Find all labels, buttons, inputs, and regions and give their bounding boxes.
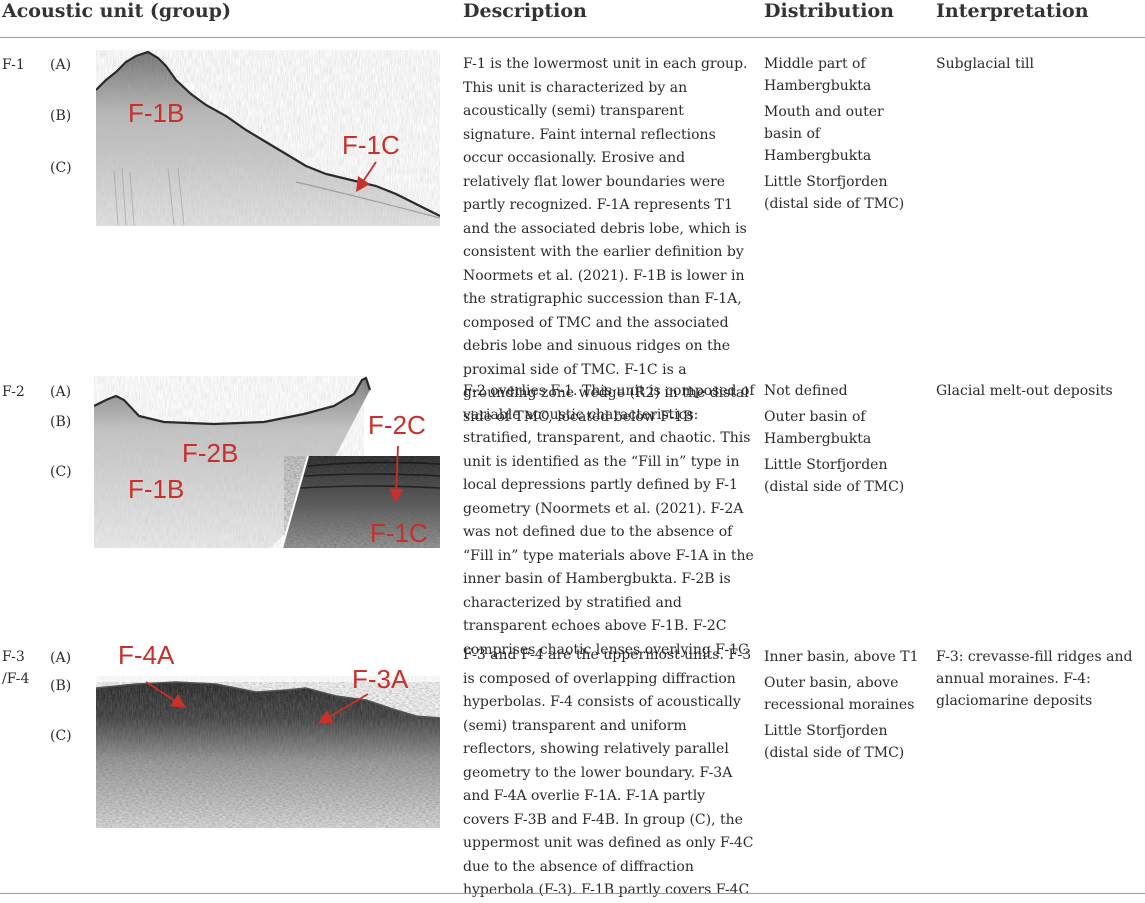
label-f1b: F-1B: [128, 98, 184, 128]
footer-rule: [0, 893, 1145, 894]
group-label-a: (A): [50, 384, 72, 400]
group-label-c: (C): [50, 728, 72, 744]
distribution-f3-f4: Inner basin, above T1 Outer basin, above…: [764, 646, 924, 768]
description-f3-f4: F-3 and F-4 are the uppermost units. F-3…: [463, 647, 754, 898]
distribution-f1-a: Middle part of Hambergbukta: [764, 56, 872, 94]
label-f2b: F-2B: [182, 438, 238, 468]
distribution-f2-a: Not defined: [764, 383, 848, 399]
group-label-b: (B): [50, 108, 72, 124]
label-f2c: F-2C: [368, 410, 426, 440]
distribution-f3-c: Little Storfjorden (distal side of TMC): [764, 723, 905, 761]
group-label-c: (C): [50, 464, 72, 480]
seismic-profile-f3-f4: F-4A F-3A: [96, 636, 440, 828]
arrow-f1c: [356, 161, 377, 192]
header-distribution: Distribution: [764, 0, 894, 22]
header-interpretation: Interpretation: [936, 0, 1089, 22]
distribution-f2-c: Little Storfjorden (distal side of TMC): [764, 457, 905, 495]
arrow-f4a: [145, 681, 187, 708]
label-f1b: F-1B: [128, 474, 184, 504]
distribution-f2: Not defined Outer basin of Hambergbukta …: [764, 380, 924, 502]
unit-label-f2: F-2: [2, 384, 25, 400]
distribution-f2-b: Outer basin of Hambergbukta: [764, 409, 872, 447]
label-f1c: F-1C: [370, 518, 428, 548]
group-label-c: (C): [50, 160, 72, 176]
unit-label-f3-f4: F-3 /F-4: [2, 649, 30, 687]
arrow-f3a: [317, 693, 369, 724]
unit-label-f1: F-1: [2, 57, 25, 73]
header-acoustic-unit: Acoustic unit (group): [2, 0, 231, 22]
distribution-f3-b: Outer basin, above recessional moraines: [764, 675, 915, 713]
label-f4a: F-4A: [118, 640, 175, 670]
description-f2: F-2 overlies F-1. This unit is composed …: [463, 383, 755, 658]
group-label-b: (B): [50, 414, 72, 430]
interpretation-f2: Glacial melt-out deposits: [936, 383, 1113, 399]
distribution-f1-b: Mouth and outer basin of Hambergbukta: [764, 104, 884, 164]
group-label-b: (B): [50, 678, 72, 694]
header-description: Description: [463, 0, 587, 22]
label-f1c: F-1C: [342, 130, 400, 160]
interpretation-f3-f4: F-3: crevasse-fill ridges and annual mor…: [936, 649, 1133, 709]
description-f1: F-1 is the lowermost unit in each group.…: [463, 56, 749, 425]
header-rule: [0, 37, 1145, 38]
seismic-profile-f1: F-1B F-1C: [96, 50, 440, 226]
distribution-f3-a: Inner basin, above T1: [764, 649, 919, 665]
seismic-profile-f2: F-2B F-1B F-2C F-1C: [94, 376, 440, 548]
label-f3a: F-3A: [352, 664, 409, 694]
arrow-f2c: [389, 445, 404, 504]
interpretation-f1: Subglacial till: [936, 56, 1035, 72]
distribution-f1: Middle part of Hambergbukta Mouth and ou…: [764, 53, 924, 219]
group-label-a: (A): [50, 650, 72, 666]
table-header: Acoustic unit (group) Description Distri…: [0, 0, 1145, 38]
distribution-f1-c: Little Storfjorden (distal side of TMC): [764, 174, 905, 212]
group-label-a: (A): [50, 57, 72, 73]
